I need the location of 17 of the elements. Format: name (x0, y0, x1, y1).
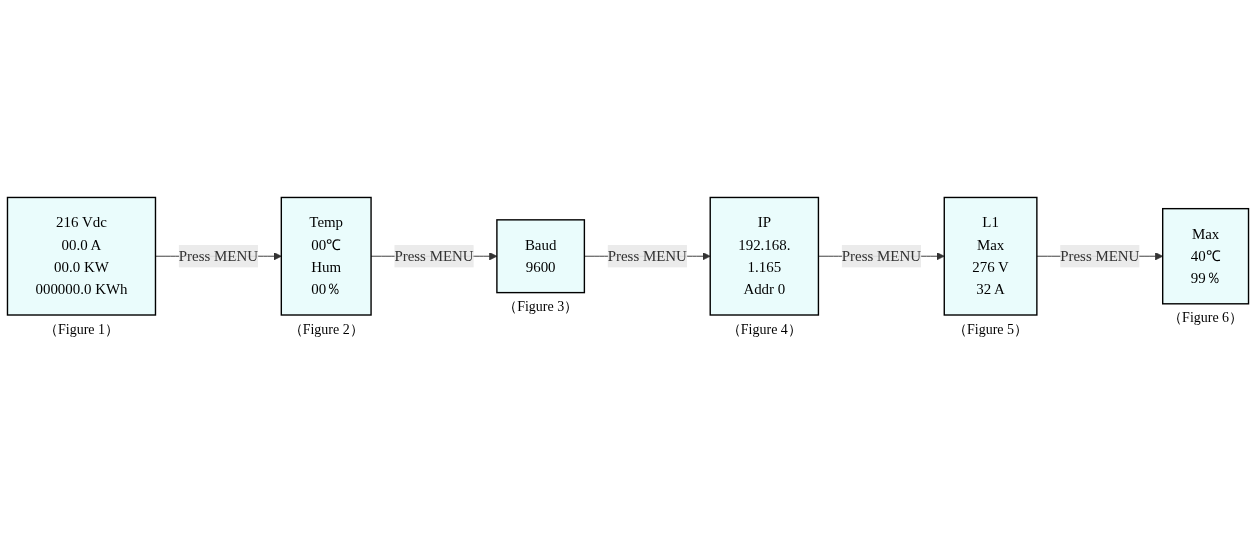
edge-label: Press MENU (394, 247, 474, 264)
figure-caption: （Figure 5） (953, 321, 1029, 337)
figure-caption: （Figure 4） (726, 321, 802, 337)
figure-caption: （Figure 3） (503, 299, 579, 315)
figure-caption: （Figure 1） (44, 321, 119, 337)
node-box: IP 192.168. 1.165 Addr 0 (709, 196, 820, 316)
node-box: 216 Vdc 00.0 A 00.0 KW 000000.0 KWh (6, 196, 157, 316)
figure-caption: （Figure 6） (1168, 310, 1244, 326)
node-box: Baud 9600 (496, 219, 586, 294)
node-box: Max 40℃ 99％ (1162, 208, 1250, 305)
node-box: L1 Max 276 V 32 A (943, 196, 1038, 316)
figure-caption: （Figure 2） (288, 321, 364, 337)
edge-label: Press MENU (1060, 247, 1140, 264)
edge-label: Press MENU (841, 247, 921, 264)
node-box: Temp 00℃ Hum 00％ (280, 196, 372, 316)
edge-label: Press MENU (178, 247, 258, 264)
edge-label: Press MENU (607, 247, 687, 264)
